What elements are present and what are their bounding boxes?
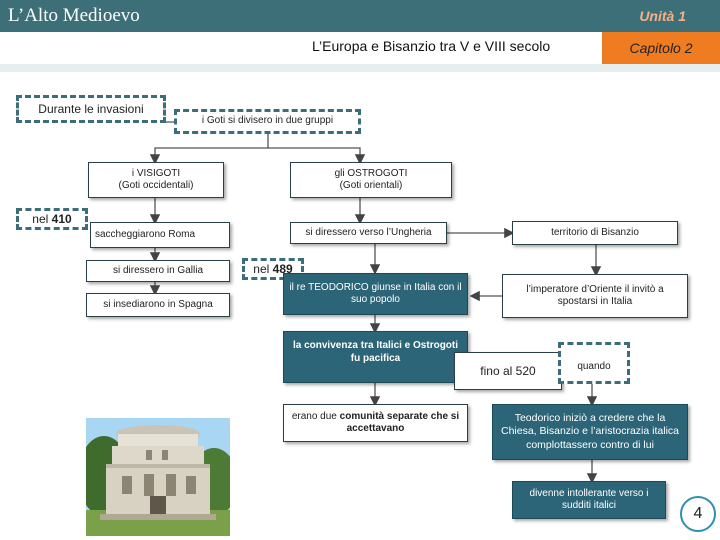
node-intollerante: divenne intollerante verso i sudditi ita… bbox=[512, 481, 666, 519]
node-imperatore: l’imperatore d’Oriente il invitò a spost… bbox=[502, 274, 688, 318]
nel410-year: 410 bbox=[51, 211, 72, 226]
node-gallia: si diressero in Gallia bbox=[86, 260, 230, 282]
node-convivenza: la convivenza tra Italici e Ostrogoti fu… bbox=[283, 331, 468, 383]
node-visigoti-title: i VISIGOTI bbox=[131, 167, 181, 179]
node-fino520: fino al 520 bbox=[454, 352, 562, 390]
comunita-prefix: erano due bbox=[291, 410, 337, 422]
node-visigoti-subtitle: (Goti occidentali) bbox=[118, 180, 194, 191]
node-sospetto: Teodorico iniziò a credere che la Chiesa… bbox=[492, 404, 688, 460]
node-quando: quando bbox=[558, 342, 630, 384]
unit-label: Unità 1 bbox=[639, 8, 686, 24]
header-divider bbox=[0, 64, 720, 72]
comunita-bold: comunità separate che si accettavano bbox=[339, 410, 460, 435]
nel489-prefix: nel bbox=[253, 261, 270, 276]
node-ostrogoti-title: gli OSTROGOTI bbox=[334, 167, 408, 179]
page-number: 4 bbox=[680, 496, 716, 532]
section-subtitle: L’Europa e Bisanzio tra V e VIII secolo bbox=[312, 38, 551, 54]
chapter-badge: Capitolo 2 bbox=[602, 32, 720, 64]
node-goti: i Goti si divisero in due gruppi bbox=[174, 109, 361, 134]
node-ostrogoti: gli OSTROGOTI (Goti orientali) bbox=[290, 162, 452, 198]
node-ungheria: si diressero verso l’Ungheria bbox=[290, 222, 447, 244]
nel410-prefix: nel bbox=[32, 211, 49, 226]
node-invasioni: Durante le invasioni bbox=[16, 95, 166, 123]
link-goti-ostrogoti bbox=[268, 147, 366, 165]
node-nel410: nel 410 bbox=[16, 208, 88, 230]
node-teodorico: il re TEODORICO giunse in Italia con il … bbox=[283, 273, 468, 315]
node-comunita: erano due comunità separate che si accet… bbox=[283, 404, 468, 442]
node-spagna: si insediarono in Spagna bbox=[86, 293, 230, 317]
header-bar bbox=[0, 0, 720, 32]
link-goti-visigoti bbox=[149, 133, 269, 165]
nel489-year: 489 bbox=[272, 261, 293, 276]
mausoleum-photo bbox=[86, 418, 230, 536]
page-title: L’Alto Medioevo bbox=[8, 5, 140, 26]
node-visigoti: i VISIGOTI (Goti occidentali) bbox=[88, 162, 224, 198]
node-roma: saccheggiarono Roma bbox=[90, 222, 230, 248]
mausoleum-illustration bbox=[86, 418, 230, 536]
node-bisanzio: territorio di Bisanzio bbox=[512, 221, 678, 245]
node-ostrogoti-subtitle: (Goti orientali) bbox=[339, 180, 403, 191]
